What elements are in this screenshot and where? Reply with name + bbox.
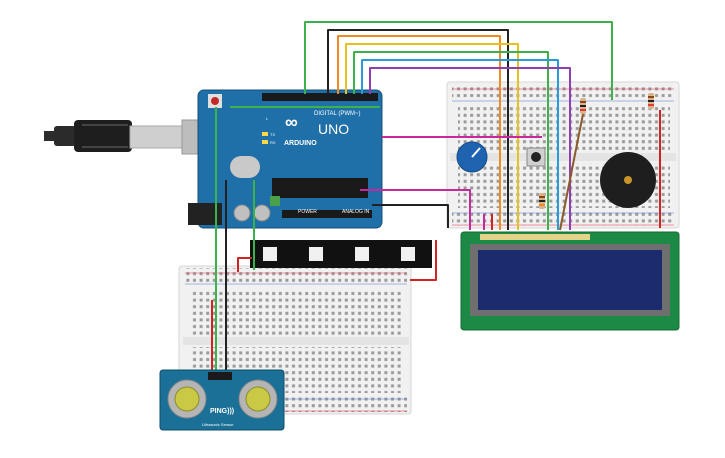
piezo-buzzer [600,152,656,208]
wire-green-2 [353,51,549,230]
wire-purple [369,67,571,230]
wire-magenta-2 [360,189,471,230]
lcd-screen [478,250,662,310]
push-button[interactable] [526,147,546,167]
power-header-label: POWER [298,209,317,215]
wire-red-lower [410,240,437,281]
rx-label: RX [270,140,276,145]
l-label: L [266,116,269,121]
rx-led [262,140,268,144]
sensor-brand: PING))) [210,408,234,415]
tx-label: TX [270,132,275,137]
arduino-board: ∞ UNO ARDUINO DIGITAL (PWM~) POWER ANALO… [188,89,383,229]
wire-green-top [304,21,613,100]
resistor-3 [539,193,545,209]
resistor-1 [580,98,586,114]
wire-black-top [327,29,509,230]
rgb-led-1 [263,247,277,261]
tx-led [262,132,268,136]
wire-brown [559,113,584,231]
ultrasonic-sensor: PING))) Ultrasonic Sensor [159,369,285,431]
usb-cable [44,119,213,155]
potentiometer[interactable] [456,141,488,173]
wire-black-gnd [372,204,449,228]
wires [211,21,661,370]
rgb-led-2 [309,247,323,261]
led-strip [250,240,432,268]
sensor-model-text: Ultrasonic Sensor [202,422,234,427]
lcd-module [460,231,680,331]
reset-button[interactable] [211,97,219,105]
wire-blue [361,59,559,230]
wire-orange [337,35,501,230]
board-model: UNO [318,121,349,137]
arduino-logo-icon: ∞ [285,112,298,132]
wire-red-strip [237,257,252,272]
board-brand: ARDUINO [284,140,317,147]
analog-header-label: ANALOG IN [342,209,370,215]
digital-header-label: DIGITAL (PWM~) [314,111,361,117]
rgb-led-4 [401,247,415,261]
rgb-led-3 [355,247,369,261]
resistor-2 [648,93,654,109]
